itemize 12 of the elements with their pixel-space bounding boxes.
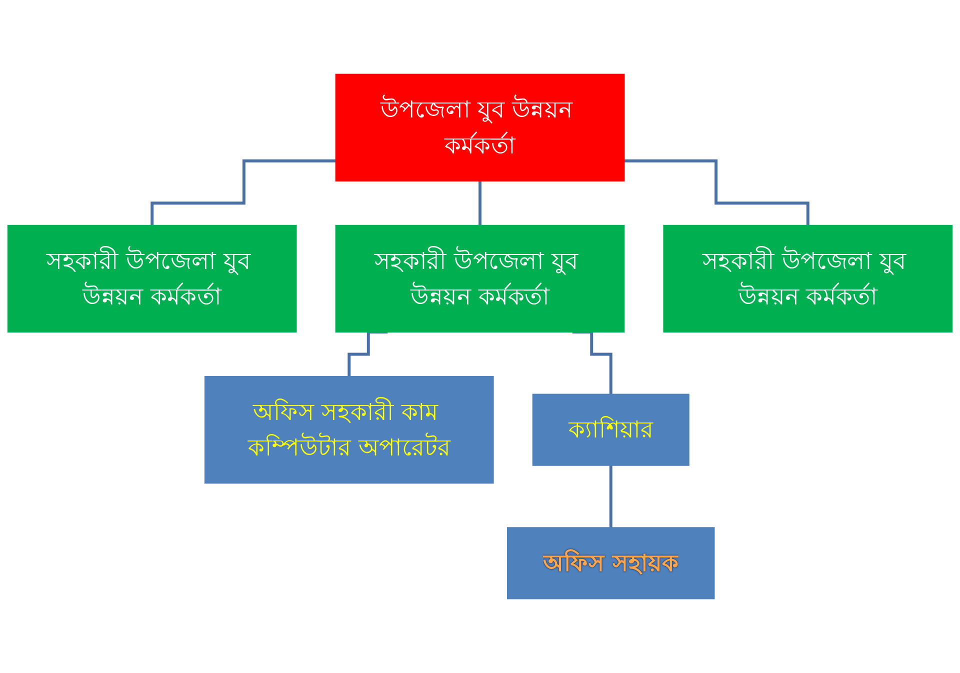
connector-line [609, 464, 612, 530]
connector-line [150, 159, 336, 227]
org-box: সহকারী উপজেলা যুব উন্নয়ন কর্মকর্তা [335, 224, 625, 333]
org-box: সহকারী উপজেলা যুব উন্নয়ন কর্মকর্তা [663, 224, 953, 333]
org-box: ক্যাশিয়ার [532, 394, 690, 466]
connector-line [478, 179, 482, 227]
org-box: অফিস সহকারী কাম কম্পিউটার অপারেটর [204, 376, 494, 484]
connector-line [572, 330, 612, 396]
connector-line [348, 330, 388, 378]
org-box: সহকারী উপজেলা যুব উন্নয়ন কর্মকর্তা [7, 224, 297, 333]
connector-line [624, 159, 810, 227]
org-box: উপজেলা যুব উন্নয়ন কর্মকর্তা [335, 74, 625, 182]
